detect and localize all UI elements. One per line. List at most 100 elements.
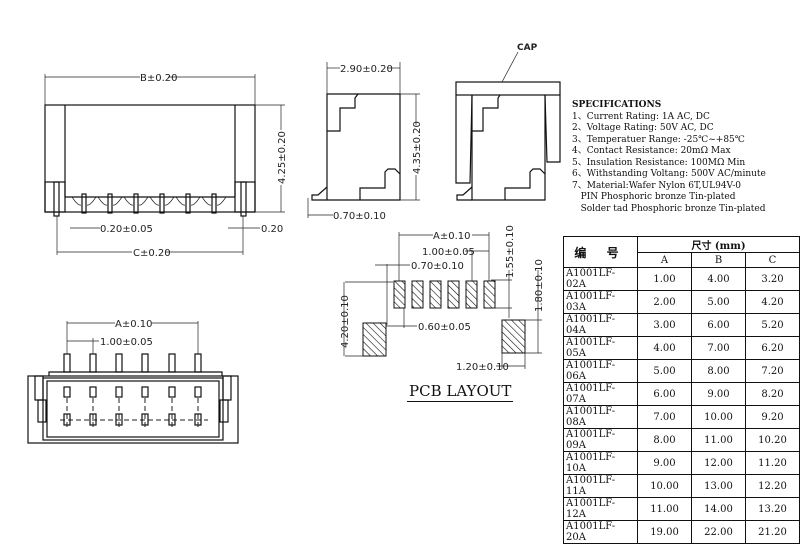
drawing-canvas: B±0.20 4.25±0.20 0.20±0.05 0.20 C±0.20 2… — [27, 43, 561, 444]
signal-pad — [465, 280, 478, 309]
contact — [168, 386, 176, 398]
dim-c: C±0.20 — [133, 248, 171, 259]
spec-item: 6、Withstanding Voltang: 500V AC/minute — [572, 169, 766, 179]
dimension-b: 5.00 — [691, 290, 746, 314]
dim-pcb-pad-width: 0.60±0.05 — [418, 322, 471, 333]
dimension-b: 13.00 — [691, 474, 746, 498]
dim-pcb-pad-height: 1.55±0.10 — [505, 225, 516, 278]
side-view: 2.90±0.20 4.35±0.20 0.70±0.10 — [307, 62, 423, 222]
dimension-b: 9.00 — [691, 382, 746, 406]
pin — [115, 353, 123, 373]
dimension-a: 19.00 — [637, 520, 692, 544]
pin — [159, 193, 165, 214]
signal-pads — [393, 280, 496, 309]
dimension-a: 10.00 — [637, 474, 692, 498]
dimension-b: 12.00 — [691, 451, 746, 475]
dimension-b: 14.00 — [691, 497, 746, 521]
dim-pcb-offset: 0.70±0.10 — [411, 261, 464, 272]
part-number: A1001LF-06A — [562, 359, 639, 383]
signal-pad — [411, 280, 424, 309]
dimension-c: 9.20 — [744, 405, 800, 429]
pin — [89, 353, 97, 373]
dimension-c: 21.20 — [744, 520, 800, 544]
spec-item: Solder tad Phosphoric bronze Tin-plated — [572, 203, 766, 214]
part-number: A1001LF-03A — [562, 290, 639, 314]
signal-pad — [447, 280, 460, 309]
dimension-b: 6.00 — [691, 313, 746, 337]
specifications-title: SPECIFICATIONS — [572, 100, 662, 110]
dimension-a: 9.00 — [637, 451, 692, 475]
header-b: B — [691, 252, 746, 268]
dimension-a: 5.00 — [637, 359, 692, 383]
dimension-c: 10.20 — [744, 428, 800, 452]
front-view: B±0.20 4.25±0.20 0.20±0.05 0.20 C±0.20 — [44, 73, 288, 259]
dimension-b: 8.00 — [691, 359, 746, 383]
dimension-a: 3.00 — [637, 313, 692, 337]
dim-top-span: A±0.10 — [115, 319, 153, 330]
signal-pad — [393, 280, 406, 309]
part-number: A1001LF-07A — [562, 382, 639, 406]
header-a: A — [637, 252, 692, 268]
part-number: A1001LF-12A — [562, 497, 639, 521]
part-number: A1001LF-04A — [562, 313, 639, 337]
dimension-b: 10.00 — [691, 405, 746, 429]
pcb-layout-title: PCB LAYOUT — [407, 382, 514, 402]
dimension-c: 12.20 — [744, 474, 800, 498]
part-number: A1001LF-08A — [562, 405, 639, 429]
dimension-a: 6.00 — [637, 382, 692, 406]
pin — [133, 193, 139, 214]
part-number: A1001LF-09A — [562, 428, 639, 452]
dim-pcb-mount-height: 4.20±0.10 — [340, 295, 351, 348]
dimension-c: 6.20 — [744, 336, 800, 360]
part-number: A1001LF-02A — [562, 267, 639, 291]
dimension-b: 7.00 — [691, 336, 746, 360]
cap-view: CAP — [455, 43, 561, 201]
dimension-c: 4.20 — [744, 290, 800, 314]
dim-pin-width: 0.20±0.05 — [100, 224, 153, 235]
dimension-c: 8.20 — [744, 382, 800, 406]
pin — [194, 353, 202, 373]
dimension-c: 11.20 — [744, 451, 800, 475]
dimension-a: 8.00 — [637, 428, 692, 452]
dimension-c: 3.20 — [744, 267, 800, 291]
dim-pcb-mount-pad-height: 1.80±0.10 — [534, 259, 545, 312]
spec-item: PIN Phosphoric bronze Tin-plated — [572, 192, 736, 202]
pin — [141, 353, 149, 373]
dimension-c: 5.20 — [744, 313, 800, 337]
dimension-b: 11.00 — [691, 428, 746, 452]
signal-pad — [483, 280, 496, 309]
front-pins — [71, 193, 227, 214]
top-view: A±0.10 1.00±0.05 — [27, 319, 239, 444]
spec-item: 4、Contact Resistance: 20mΩ Max — [572, 146, 731, 156]
mount-pad-left — [362, 322, 387, 357]
header-code: 编 号 — [562, 236, 639, 268]
dimension-a: 2.00 — [637, 290, 692, 314]
dim-pcb-mount-pad-width: 1.20±0.10 — [456, 362, 509, 373]
pin — [107, 193, 113, 214]
pin — [168, 353, 176, 373]
dim-side-width: 2.90±0.20 — [340, 64, 393, 75]
dim-side-foot: 0.70±0.10 — [333, 211, 386, 222]
dimension-a: 4.00 — [637, 336, 692, 360]
pin — [211, 193, 217, 214]
pin — [185, 193, 191, 214]
dimension-b: 22.00 — [691, 520, 746, 544]
contact — [89, 386, 97, 398]
spec-item: 1、Current Rating: 1A AC, DC — [572, 111, 710, 122]
dim-top-pitch: 1.00±0.05 — [100, 337, 153, 348]
dimension-a: 11.00 — [637, 497, 692, 521]
part-number: A1001LF-20A — [562, 520, 639, 544]
spec-item: 5、Insulation Resistance: 100MΩ Min — [572, 157, 746, 168]
pin — [63, 353, 71, 373]
contact — [63, 386, 71, 398]
